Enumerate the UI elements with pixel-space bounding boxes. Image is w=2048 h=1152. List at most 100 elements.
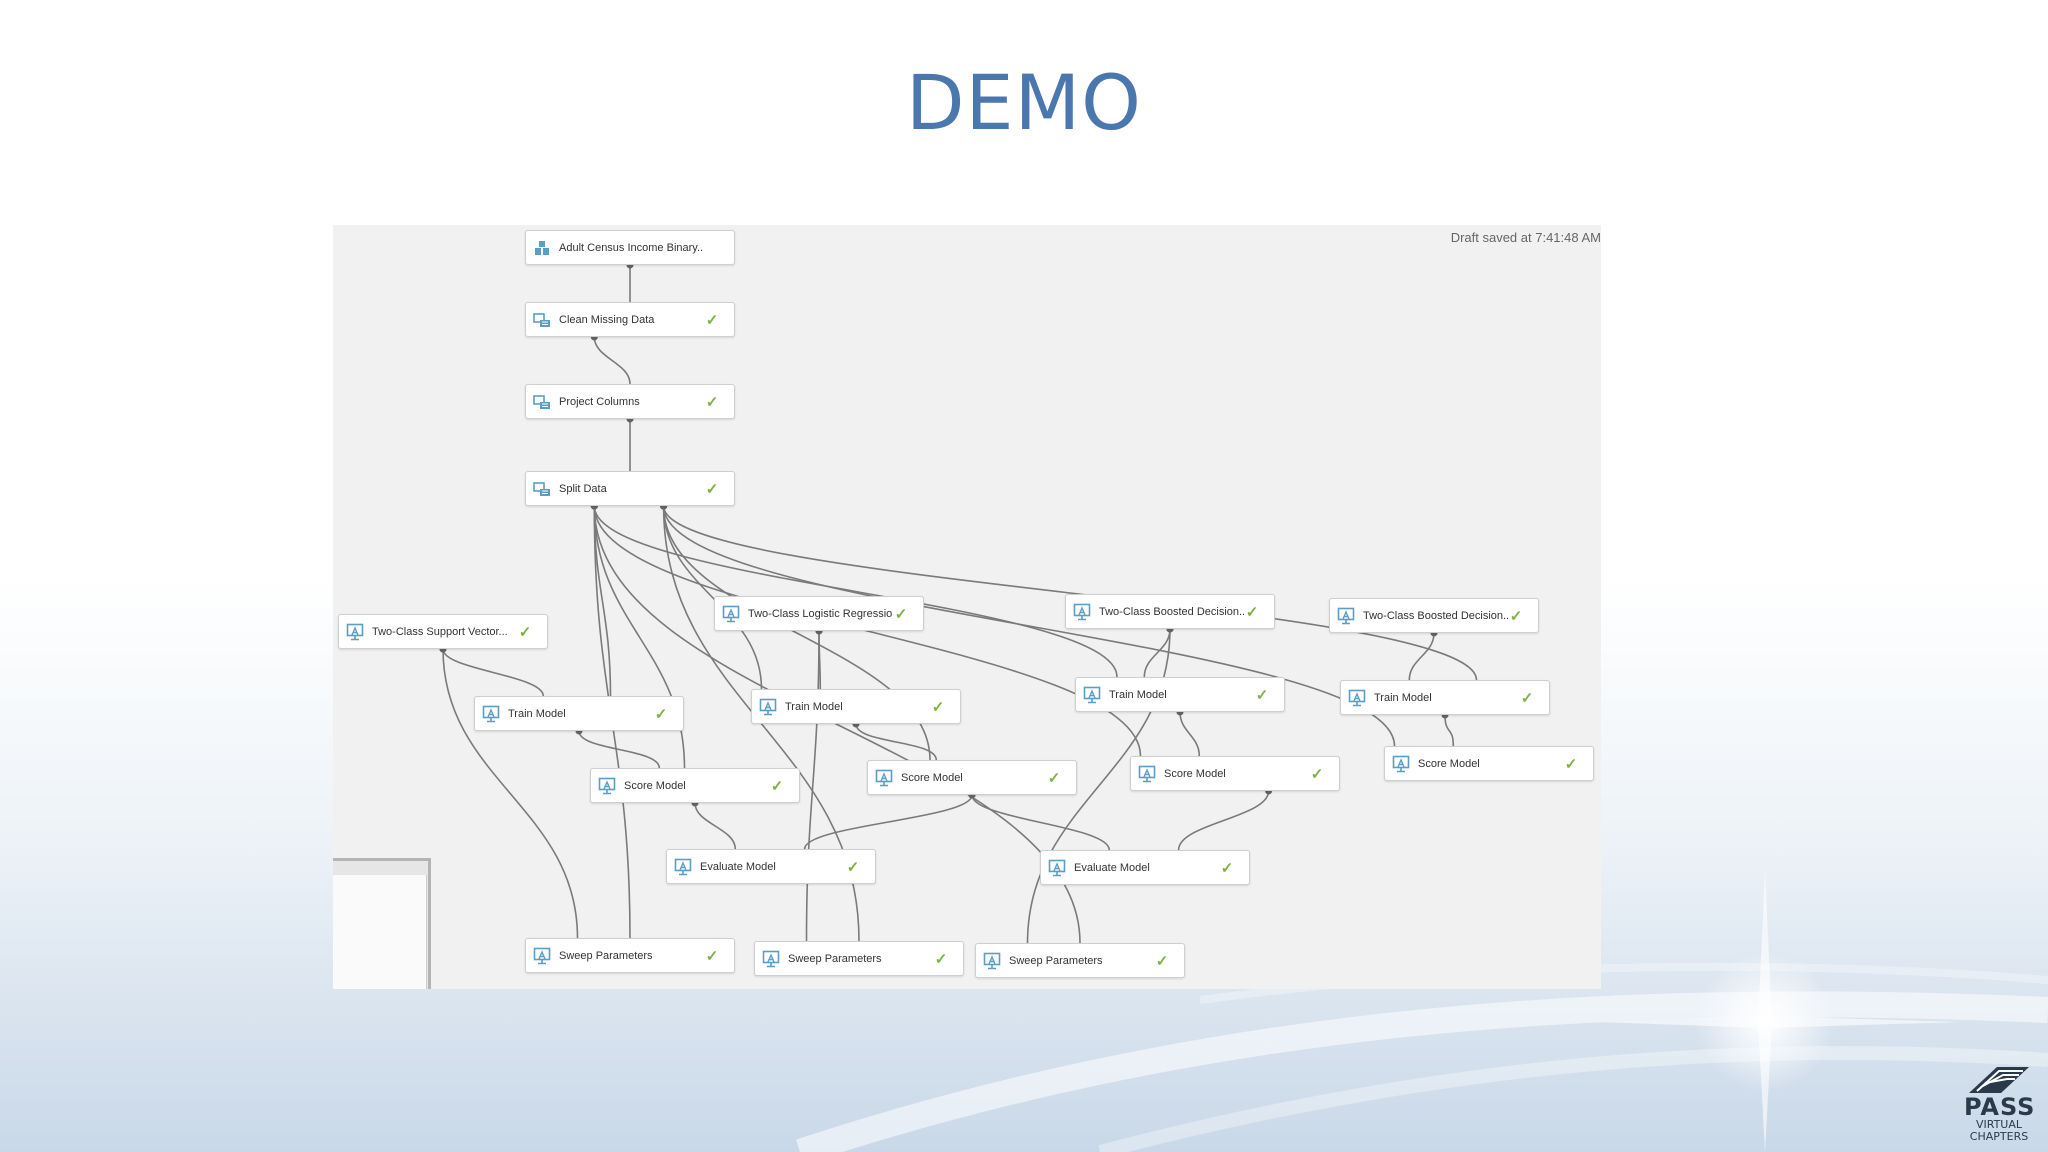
status-check-icon: ✓ xyxy=(705,393,719,411)
edge-split-to-score3[interactable] xyxy=(593,505,1142,757)
edge-score2-to-eval1[interactable] xyxy=(803,794,973,850)
module-eval2[interactable]: Evaluate Model ✓ xyxy=(1040,850,1250,885)
pass-logo: PASS VIRTUAL CHAPTERS xyxy=(1964,1065,2034,1143)
model-icon xyxy=(597,776,617,796)
model-icon xyxy=(1336,606,1356,626)
model-icon xyxy=(673,857,693,877)
edge-train1-to-score1[interactable] xyxy=(578,730,661,769)
model-icon xyxy=(481,704,501,724)
minimap[interactable] xyxy=(333,858,431,989)
module-label: Score Model xyxy=(624,779,686,792)
status-check-icon: ✓ xyxy=(894,605,908,623)
module-logreg[interactable]: Two-Class Logistic Regression✓ xyxy=(714,596,924,631)
edge-logreg-to-sweep2[interactable] xyxy=(805,630,820,942)
module-clean[interactable]: Clean Missing Data ✓ xyxy=(525,302,735,337)
module-label: Clean Missing Data xyxy=(559,313,655,326)
module-label: Evaluate Model xyxy=(700,860,776,873)
module-label: Two-Class Support Vector... xyxy=(372,625,508,638)
module-sweep1[interactable]: Sweep Parameters✓ xyxy=(525,938,735,973)
module-train1[interactable]: Train Model ✓ xyxy=(474,696,684,731)
edge-score1-to-eval1[interactable] xyxy=(694,802,737,850)
status-check-icon: ✓ xyxy=(518,623,532,641)
module-project[interactable]: Project Columns ✓ xyxy=(525,384,735,419)
edge-train4-to-score4[interactable] xyxy=(1444,714,1455,747)
module-sweep2[interactable]: Sweep Parameters ✓ xyxy=(754,941,964,976)
module-score4[interactable]: Score Model ✓ xyxy=(1384,746,1594,781)
edge-score3-to-eval2[interactable] xyxy=(1177,790,1270,851)
module-label: Train Model xyxy=(1109,688,1167,701)
slide-title: DEMO xyxy=(906,58,1142,147)
model-icon xyxy=(982,951,1002,971)
module-sweep3[interactable]: Sweep Parameters ✓ xyxy=(975,943,1185,978)
module-bdt2[interactable]: Two-Class Boosted Decision...✓ xyxy=(1329,598,1539,633)
module-label: Adult Census Income Binary... xyxy=(559,241,704,254)
module-icon xyxy=(532,310,552,330)
model-icon xyxy=(1072,602,1092,622)
logo-line-1: VIRTUAL xyxy=(1975,1118,2023,1131)
edge-clean-to-project[interactable] xyxy=(593,336,631,385)
status-check-icon: ✓ xyxy=(1155,952,1169,970)
experiment-canvas[interactable]: Draft saved at 7:41:48 AM Adult Census I… xyxy=(333,225,1601,989)
status-check-icon: ✓ xyxy=(1509,607,1523,625)
status-check-icon: ✓ xyxy=(705,480,719,498)
module-label: Score Model xyxy=(1418,757,1480,770)
status-check-icon: ✓ xyxy=(705,311,719,329)
status-check-icon: ✓ xyxy=(654,705,668,723)
module-label: Split Data xyxy=(559,482,607,495)
edge-bdt2-to-train4[interactable] xyxy=(1408,632,1435,681)
module-label: Two-Class Boosted Decision... xyxy=(1099,605,1244,618)
edge-split-to-train3[interactable] xyxy=(593,505,1118,678)
module-score3[interactable]: Score Model✓ xyxy=(1130,756,1340,791)
pass-logo-icon xyxy=(1969,1067,2029,1093)
model-icon xyxy=(761,949,781,969)
status-check-icon: ✓ xyxy=(1255,686,1269,704)
status-check-icon: ✓ xyxy=(770,777,784,795)
status-check-icon: ✓ xyxy=(934,950,948,968)
model-icon xyxy=(874,768,894,788)
module-label: Two-Class Logistic Regression xyxy=(748,607,893,620)
module-score1[interactable]: Score Model ✓ xyxy=(590,768,800,803)
module-train4[interactable]: Train Model✓ xyxy=(1340,680,1550,715)
module-label: Sweep Parameters xyxy=(1009,954,1103,967)
status-check-icon: ✓ xyxy=(1047,769,1061,787)
edge-split-to-train4[interactable] xyxy=(662,505,1478,681)
module-eval1[interactable]: Evaluate Model ✓ xyxy=(666,849,876,884)
module-label: Sweep Parameters xyxy=(788,952,882,965)
edge-split-to-train2[interactable] xyxy=(662,505,763,690)
module-label: Evaluate Model xyxy=(1074,861,1150,874)
status-check-icon: ✓ xyxy=(705,947,719,965)
edge-svm-to-train1[interactable] xyxy=(442,648,545,697)
dataset-icon xyxy=(532,238,552,258)
model-icon xyxy=(1047,858,1067,878)
module-label: Train Model xyxy=(508,707,566,720)
edge-train3-to-score3[interactable] xyxy=(1179,711,1201,757)
status-check-icon: ✓ xyxy=(1245,603,1259,621)
module-icon xyxy=(532,479,552,499)
status-check-icon: ✓ xyxy=(846,858,860,876)
module-icon xyxy=(532,392,552,412)
status-check-icon: ✓ xyxy=(1310,765,1324,783)
model-icon xyxy=(345,622,365,642)
status-check-icon: ✓ xyxy=(1564,755,1578,773)
logo-line-2: CHAPTERS xyxy=(1969,1130,2029,1143)
edge-svm-to-sweep1[interactable] xyxy=(442,648,579,939)
model-icon xyxy=(1137,764,1157,784)
module-adult[interactable]: Adult Census Income Binary... xyxy=(525,230,735,265)
status-check-icon: ✓ xyxy=(931,698,945,716)
module-train2[interactable]: Train Model✓ xyxy=(751,689,961,724)
module-split[interactable]: Split Data ✓ xyxy=(525,471,735,506)
edge-train2-to-score2[interactable] xyxy=(855,723,938,761)
minimap-viewport[interactable] xyxy=(333,875,427,989)
edge-score2-to-eval2[interactable] xyxy=(971,794,1111,851)
draft-saved-status: Draft saved at 7:41:48 AM xyxy=(1450,230,1601,245)
status-check-icon: ✓ xyxy=(1220,859,1234,877)
model-icon xyxy=(758,697,778,717)
logo-name: PASS xyxy=(1964,1093,2036,1121)
module-train3[interactable]: Train Model ✓ xyxy=(1075,677,1285,712)
module-svm[interactable]: Two-Class Support Vector... ✓ xyxy=(338,614,548,649)
module-bdt1[interactable]: Two-Class Boosted Decision...✓ xyxy=(1065,594,1275,629)
module-label: Project Columns xyxy=(559,395,640,408)
model-icon xyxy=(1082,685,1102,705)
status-check-icon: ✓ xyxy=(1520,689,1534,707)
module-score2[interactable]: Score Model✓ xyxy=(867,760,1077,795)
